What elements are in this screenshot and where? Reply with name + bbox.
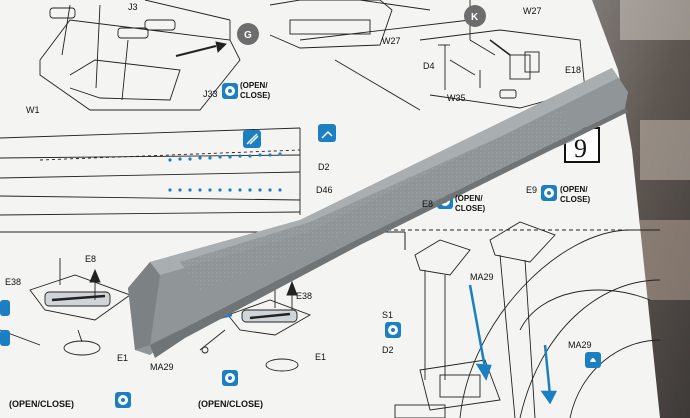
circled-letter-k: [464, 5, 486, 27]
hatch-mid-drawing: [199, 280, 312, 372]
part-label-ma29-bottom: MA29: [568, 340, 592, 350]
part-label-ma29-left: MA29: [150, 362, 174, 372]
part-label-e9: E9: [526, 185, 537, 195]
part-label-d2-a: D2: [318, 162, 330, 172]
letter-g: G: [244, 30, 252, 41]
step-number: 9: [574, 134, 587, 163]
part-label-w1: W1: [26, 105, 40, 115]
hatch-left-drawing: [0, 258, 131, 356]
open-close-label-1a: (OPEN/: [240, 81, 268, 90]
fender-holes: [168, 152, 282, 192]
label-layer: J3 W27 W27 W1 J33 (OPEN/ CLOSE) G K D4 E…: [5, 2, 592, 409]
hull-floor-drawing: [39, 0, 241, 111]
part-label-e1-mid: E1: [315, 352, 326, 362]
open-close-label-2a: (OPEN/: [455, 194, 483, 203]
open-close-label-1b: CLOSE): [240, 91, 271, 100]
open-close-label-3b: CLOSE): [560, 195, 591, 204]
part-label-e38-left: E38: [5, 277, 21, 287]
open-close-label-bottom-mid: (OPEN/CLOSE): [198, 399, 263, 409]
part-label-w27-a: W27: [382, 36, 401, 46]
turret-drawing: [380, 221, 661, 418]
letter-k: K: [471, 12, 479, 23]
open-close-label-bottom-left: (OPEN/CLOSE): [9, 399, 74, 409]
part-label-j33: J33: [203, 89, 218, 99]
part-label-s1: S1: [382, 310, 393, 320]
part-label-d46: D46: [316, 185, 333, 195]
part-label-ma29-right: MA29: [470, 272, 494, 282]
open-close-label-3a: (OPEN/: [560, 185, 588, 194]
open-close-label-2b: CLOSE): [455, 204, 486, 213]
part-label-e1-left: E1: [117, 353, 128, 363]
fender-strip-drawing: [0, 127, 301, 216]
part-label-d2-b: D2: [382, 345, 394, 355]
part-label-w35: W35: [447, 93, 466, 103]
part-label-e8-top: E8: [422, 199, 433, 209]
part-label-e18: E18: [565, 65, 581, 75]
k-detail-drawing: [419, 29, 586, 109]
circled-letter-g: [237, 23, 259, 45]
grey-plastic-part: [128, 68, 628, 358]
part-label-j3: J3: [128, 2, 138, 12]
part-label-e38-mid: E38: [296, 291, 312, 301]
part-label-e8-left: E8: [85, 254, 96, 264]
part-label-w27-b: W27: [523, 6, 542, 16]
part-label-d4: D4: [423, 61, 435, 71]
